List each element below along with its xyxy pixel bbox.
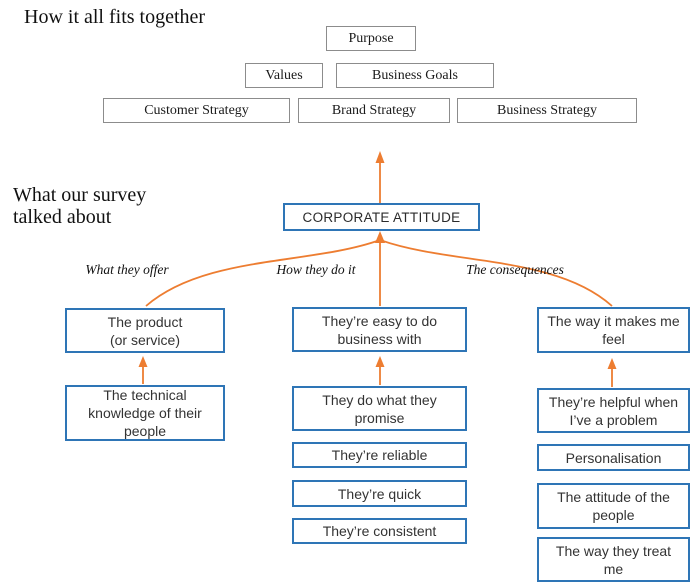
main-title: How it all fits together [24, 6, 206, 28]
arrowhead-right-column [607, 358, 617, 369]
box-quick: They’re quick [292, 480, 467, 507]
column-arrows [142, 364, 613, 387]
column-header-how-they-do-it: How they do it [276, 262, 356, 277]
box-personalisation: Personalisation [537, 444, 690, 471]
box-corporate-attitude: CORPORATE ATTITUDE [283, 203, 480, 231]
arrowhead-left-column [138, 356, 148, 367]
column-header-what-they-offer: What they offer [85, 262, 169, 277]
box-consistent: They’re consistent [292, 518, 467, 544]
branch-curves [145, 239, 613, 307]
arrowhead-middle-column [375, 356, 385, 367]
box-customer-strategy: Customer Strategy [103, 98, 290, 123]
box-brand-strategy: Brand Strategy [298, 98, 450, 123]
column-header-the-consequences: The consequences [466, 262, 564, 277]
box-values: Values [245, 63, 323, 88]
box-purpose: Purpose [326, 26, 416, 51]
box-reliable: They’re reliable [292, 442, 467, 468]
arrowhead-converge [375, 231, 385, 243]
box-product-or-service: The product (or service) [65, 308, 225, 353]
branch-left-curve [145, 239, 381, 307]
box-easy-to-do-business: They’re easy to do business with [292, 307, 467, 352]
box-helpful-when-problem: They’re helpful when I’ve a problem [537, 388, 690, 433]
box-way-they-treat-me: The way they treat me [537, 537, 690, 582]
branch-right-curve [379, 239, 613, 307]
box-attitude-of-people: The attitude of the people [537, 483, 690, 529]
box-do-what-they-promise: They do what they promise [292, 386, 467, 431]
box-way-it-makes-me-feel: The way it makes me feel [537, 307, 690, 353]
arrowhead-up-top [375, 151, 385, 163]
box-business-goals: Business Goals [336, 63, 494, 88]
box-technical-knowledge: The technical knowledge of their people [65, 385, 225, 441]
box-business-strategy: Business Strategy [457, 98, 637, 123]
survey-note: What our survey talked about [13, 184, 147, 228]
